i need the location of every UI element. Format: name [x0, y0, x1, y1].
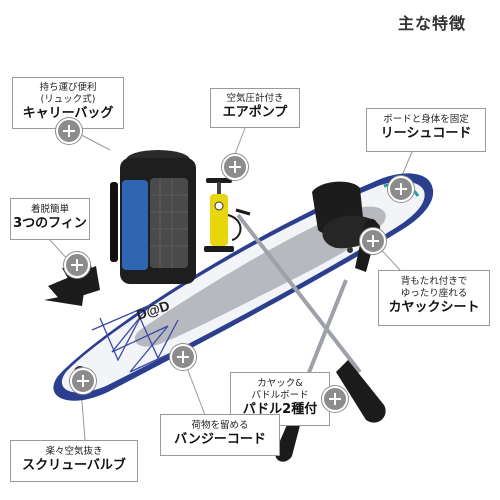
plus-icon: [170, 344, 196, 370]
plus-icon: [70, 368, 96, 394]
air-pump: [204, 178, 242, 252]
feature-bungee-cord: 荷物を留める バンジーコード: [160, 414, 280, 456]
carry-bag: [110, 150, 196, 284]
feature-screw-valve: 楽々空気抜き スクリューバルブ: [10, 440, 138, 482]
bungee-cord: [91, 304, 187, 373]
plus-icon: [64, 252, 90, 278]
feature-kayak-seat: 背もたれ付きで ゆったり座れる カヤックシート: [378, 270, 490, 326]
plus-icon: [322, 386, 348, 412]
feature-carry-bag: 持ち運び便利 (リュック式) キャリーバッグ: [12, 77, 124, 129]
plus-icon: [360, 228, 386, 254]
feature-leash-cord: ボードと身体を固定 リーシュコード: [366, 108, 486, 152]
plus-icon: [56, 118, 82, 144]
bag-mesh: [150, 178, 188, 268]
page-title: 主な特徴: [398, 14, 467, 33]
feature-air-pump: 空気圧計付き エアポンプ: [210, 88, 300, 128]
plus-icon: [388, 176, 414, 202]
feature-fins: 着脱簡単 3つのフィン: [10, 198, 90, 240]
plus-icon: [222, 154, 248, 180]
